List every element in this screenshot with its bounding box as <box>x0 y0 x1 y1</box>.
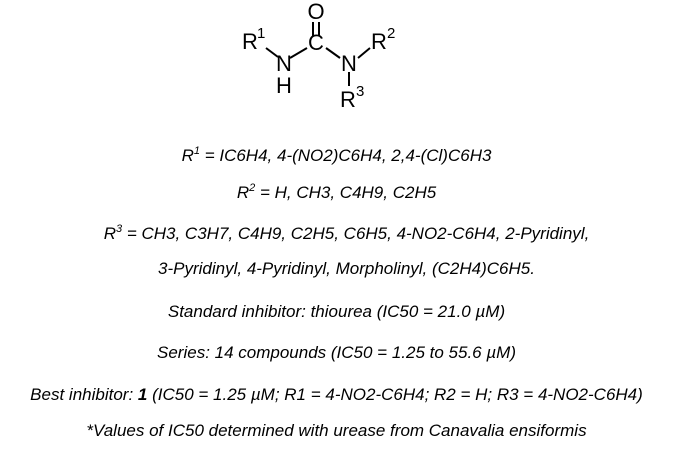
nitrogen-right-atom: N <box>341 51 357 76</box>
best-inhibitor-compound: 1 <box>137 385 148 404</box>
r2-definition: R2 = H, CH3, C4H9, C2H5 <box>0 177 673 204</box>
urea-structure-svg: O C N H N R 1 R 2 R 3 <box>242 0 395 112</box>
r1-label: R <box>181 146 194 165</box>
r1-n-bond <box>265 47 279 58</box>
c-n-bond-right <box>325 47 341 59</box>
n-r2-bond <box>357 47 371 59</box>
r3-values-line1: = CH3, C3H7, C4H9, C2H5, C6H5, 4-NO2-C6H… <box>126 224 590 243</box>
standard-inhibitor: Standard inhibitor: thiourea (IC50 = 21.… <box>167 302 506 321</box>
r1-values: = IC6H4, 4-(NO2)C6H4, 2,4-(Cl)C6H3 <box>204 146 492 165</box>
footnote: *Values of IC50 determined with urease f… <box>86 421 587 440</box>
r3-values-line2: 3-Pyridinyl, 4-Pyridinyl, Morpholinyl, (… <box>158 259 535 278</box>
r3-label-sup: 3 <box>115 223 123 235</box>
r2-label-sup: 2 <box>249 182 256 194</box>
r2-label: R <box>236 183 250 202</box>
oxygen-atom: O <box>307 0 324 24</box>
best-inhibitor: Best inhibitor: 1 (IC50 = 1.25 µM; R1 = … <box>0 384 673 406</box>
r3-symbol: R <box>340 87 356 112</box>
r1-definition: R1 = IC6H4, 4-(NO2)C6H4, 2,4-(Cl)C6H3 <box>0 140 673 167</box>
n-c-bond-left <box>289 47 308 59</box>
nitrogen-left-atom: N <box>276 51 292 76</box>
r3-definition-line1: R3 = CH3, C3H7, C4H9, C2H5, C6H5, 4-NO2-… <box>10 218 673 245</box>
r3-definition-line2: 3-Pyridinyl, 4-Pyridinyl, Morpholinyl, (… <box>10 258 673 280</box>
urea-structure: O C N H N R 1 R 2 R 3 <box>220 0 430 120</box>
r1-symbol: R <box>242 29 258 54</box>
r2-values: = H, CH3, C4H9, C2H5 <box>259 183 437 202</box>
r1-label-sup: 1 <box>193 145 200 157</box>
series-summary: Series: 14 compounds (IC50 = 1.25 to 55.… <box>157 343 516 362</box>
carbon-atom: C <box>308 30 324 55</box>
r1-index: 1 <box>257 25 265 42</box>
r3-index: 3 <box>356 83 364 100</box>
best-inhibitor-details: (IC50 = 1.25 µM; R1 = 4-NO2-C6H4; R2 = H… <box>152 385 643 404</box>
r3-label: R <box>103 224 116 243</box>
r2-index: 2 <box>387 25 395 42</box>
hydrogen-atom: H <box>276 73 292 98</box>
best-inhibitor-prefix: Best inhibitor: <box>30 385 134 404</box>
r2-symbol: R <box>371 29 387 54</box>
